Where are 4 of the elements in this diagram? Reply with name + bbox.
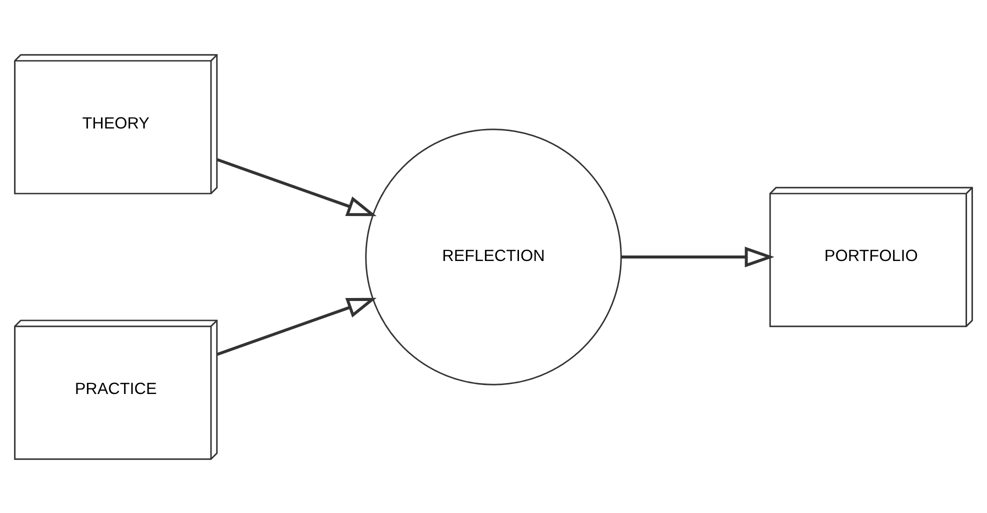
node-circle: REFLECTION <box>365 128 622 385</box>
arrow <box>621 246 774 267</box>
arrow <box>216 297 377 356</box>
arrow <box>216 158 377 216</box>
